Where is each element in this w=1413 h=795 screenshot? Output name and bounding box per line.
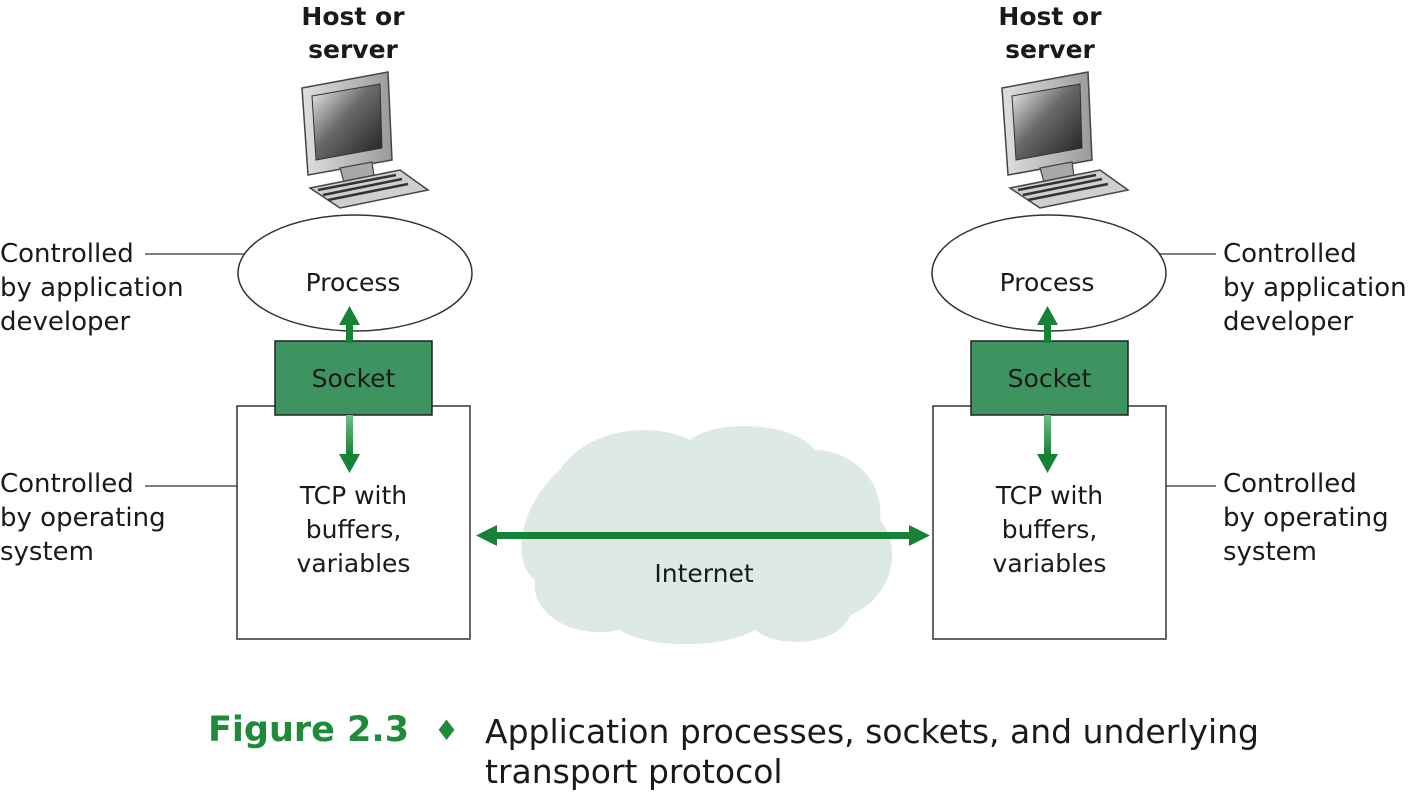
internet-label: Internet	[654, 559, 754, 588]
figure-number: Figure 2.3	[208, 710, 409, 750]
right-tcp-label: TCP with buffers, variables	[992, 481, 1107, 578]
left-socket-box	[274, 340, 433, 416]
left-process-ellipse	[237, 214, 473, 332]
caption-separator: ♦	[434, 714, 459, 747]
right-process-label: Process	[999, 268, 1095, 297]
left-down-arrow	[339, 415, 360, 473]
right-host-computer-icon	[1001, 71, 1130, 209]
left-app-developer-label: Controlled by application developer	[0, 239, 184, 337]
left-os-label: Controlled by operating system	[0, 469, 166, 567]
caption-diamond: ♦	[434, 714, 460, 747]
right-up-arrow	[1037, 306, 1058, 343]
left-host-title: Host or server	[301, 2, 405, 64]
right-app-developer-label: Controlled by application developer	[1223, 239, 1407, 337]
left-up-arrow	[339, 306, 360, 343]
left-process-label: Process	[305, 268, 401, 297]
left-tcp-box	[236, 405, 471, 640]
right-socket-box	[970, 340, 1129, 416]
left-socket-label: Socket	[311, 364, 396, 393]
left-host-computer-icon	[301, 71, 430, 209]
right-os-label: Controlled by operating system	[1223, 469, 1389, 567]
internet-bidirectional-arrow	[476, 525, 930, 546]
figure-number-text: Figure 2.3	[208, 710, 410, 750]
right-host-title: Host or server	[998, 2, 1102, 64]
right-socket-label: Socket	[1007, 364, 1092, 393]
right-down-arrow	[1037, 415, 1058, 473]
left-tcp-label: TCP with buffers, variables	[296, 481, 411, 578]
figure-caption: Application processes, sockets, and unde…	[485, 712, 1259, 791]
